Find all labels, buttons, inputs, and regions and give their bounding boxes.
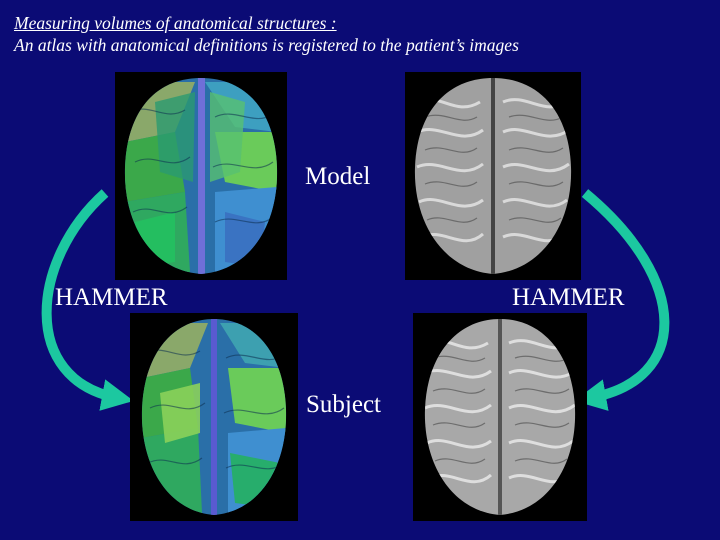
hammer-left-label: HAMMER [55,284,168,311]
hammer-right-label: HAMMER [512,284,625,311]
atlas-model-image [115,72,287,280]
subject-label: Subject [306,391,381,418]
title-line-2: An atlas with anatomical definitions is … [14,35,519,55]
model-label: Model [305,163,371,190]
slide-title: Measuring volumes of anatomical structur… [14,12,519,56]
subject-brain-image [413,313,587,521]
atlas-subject-image [130,313,298,521]
model-brain-image [405,72,581,280]
title-line-1: Measuring volumes of anatomical structur… [14,13,337,33]
